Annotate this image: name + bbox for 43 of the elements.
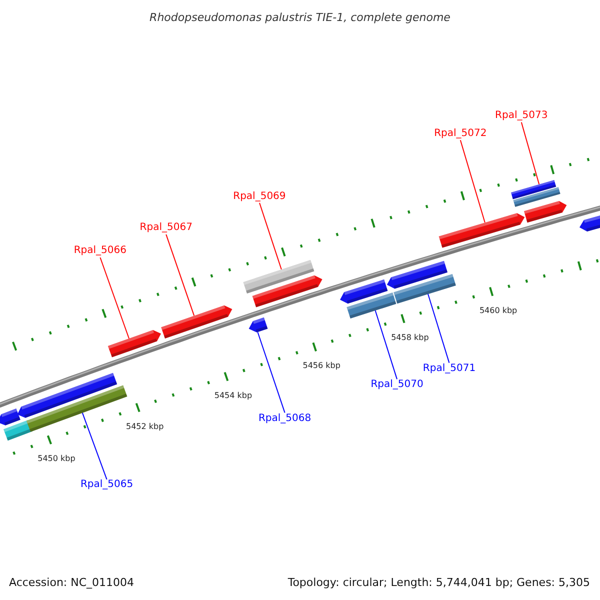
gene-label: Rpal_5071 (422, 362, 476, 375)
gene-bar (108, 330, 161, 358)
leader-line (257, 332, 286, 414)
leader-line (100, 257, 130, 339)
gene-label: Rpal_5066 (74, 245, 126, 258)
gene-bar (26, 385, 128, 432)
gene-bar (0, 408, 20, 426)
gene-label: Rpal_5065 (80, 479, 134, 492)
gene-label: Rpal_5070 (370, 379, 424, 392)
gene-bar (513, 187, 560, 207)
gene-bar (161, 305, 232, 338)
leader-line (428, 294, 450, 364)
genome-summary-text: Topology: circular; Length: 5,744,041 bp; Genes: 5,305 (288, 575, 590, 591)
leader-line (166, 234, 195, 316)
leader-line (520, 122, 540, 185)
gene-bar (4, 420, 33, 441)
scale-label: 5452 kbp (126, 422, 164, 432)
leader-line (259, 202, 282, 270)
leader-line (82, 412, 108, 480)
gene-bar (252, 275, 322, 308)
scale-label: 5454 kbp (214, 390, 252, 401)
gene-bar (346, 292, 396, 318)
gene-bar (438, 213, 525, 248)
gene-label: Rpal_5068 (258, 412, 312, 425)
scale-label: 5456 kbp (302, 360, 340, 371)
gene-bar (394, 274, 456, 304)
leader-line (460, 140, 486, 223)
scale-label: 5460 kbp (479, 306, 518, 316)
gene-bar (340, 279, 388, 304)
gene-bar (386, 260, 448, 289)
scale-label: 5450 kbp (38, 454, 76, 464)
gene-bar (248, 317, 268, 332)
accession-text: Accession: NC_011004 (9, 575, 134, 591)
gene-label: Rpal_5069 (233, 190, 286, 203)
gene-bar (511, 180, 556, 200)
gene-bar (243, 260, 314, 294)
gene-bar (524, 201, 567, 223)
scale-label: 5458 kbp (391, 332, 429, 343)
gene-bar (17, 372, 118, 418)
gene-label: Rpal_5067 (140, 222, 192, 234)
gene-label: Rpal_5072 (434, 128, 487, 140)
title: Rhodopseudomonas palustris TIE-1, complete genome (148, 10, 452, 26)
gene-label: Rpal_5073 (495, 110, 548, 122)
